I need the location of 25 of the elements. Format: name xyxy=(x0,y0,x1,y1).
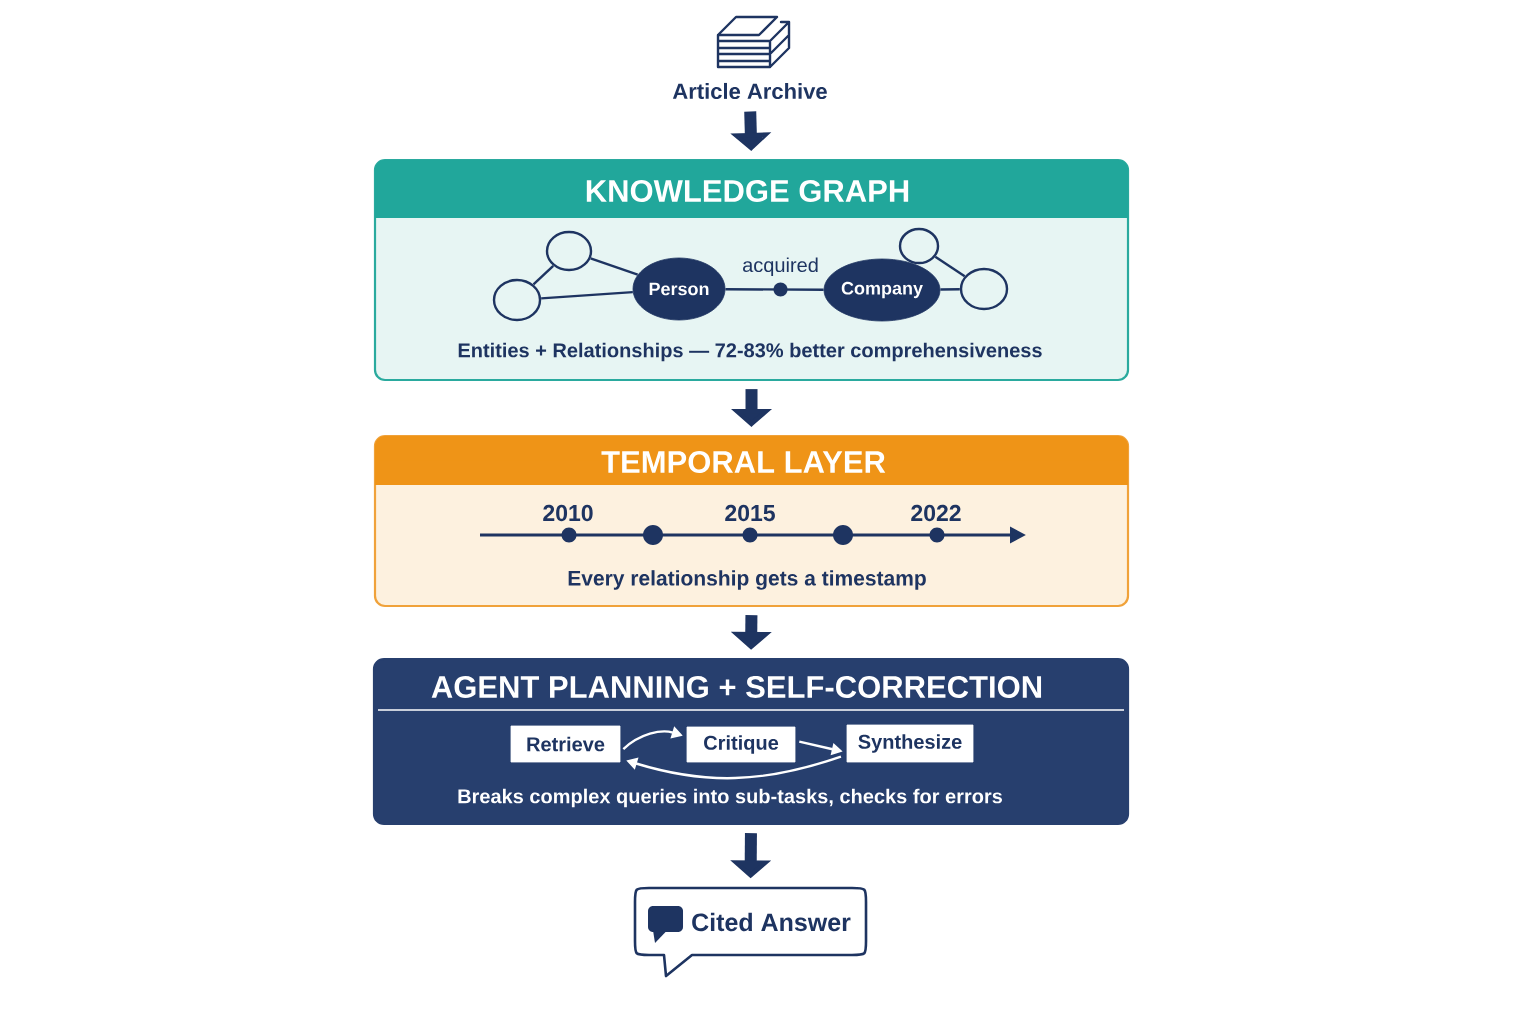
answer-label: Cited Answer xyxy=(692,912,851,932)
circle-node xyxy=(545,230,593,272)
connector-line xyxy=(940,288,960,291)
connector-line xyxy=(590,257,639,276)
year-label: 2015 xyxy=(725,504,775,522)
circle-node xyxy=(898,227,940,265)
source-label: Article Archive xyxy=(672,82,827,100)
panel-title: AGENT PLANNING + SELF-CORRECTION xyxy=(431,676,1042,698)
step-box: Critique xyxy=(686,726,796,763)
circle-node xyxy=(959,267,1009,311)
description-text: Every relationship gets a timestamp xyxy=(568,570,926,590)
header-bar: TEMPORAL LAYER xyxy=(375,436,1128,485)
description-text: Entities + Relationships — 72-83% better comprehensiveness xyxy=(458,342,1042,362)
step-box: Retrieve xyxy=(510,725,621,763)
circle-node xyxy=(492,278,542,322)
connector-line xyxy=(725,288,824,291)
header-bar: KNOWLEDGE GRAPH xyxy=(375,160,1128,218)
year-label: 2010 xyxy=(543,504,593,522)
edge-label: acquired xyxy=(739,254,822,280)
connector-line xyxy=(532,264,555,286)
connector-line xyxy=(934,255,966,278)
connector-line xyxy=(541,290,633,300)
step-box: Synthesize xyxy=(846,724,974,763)
year-label: 2022 xyxy=(911,504,961,522)
description-text: Breaks complex queries into sub-tasks, checks for errors xyxy=(458,788,1003,808)
